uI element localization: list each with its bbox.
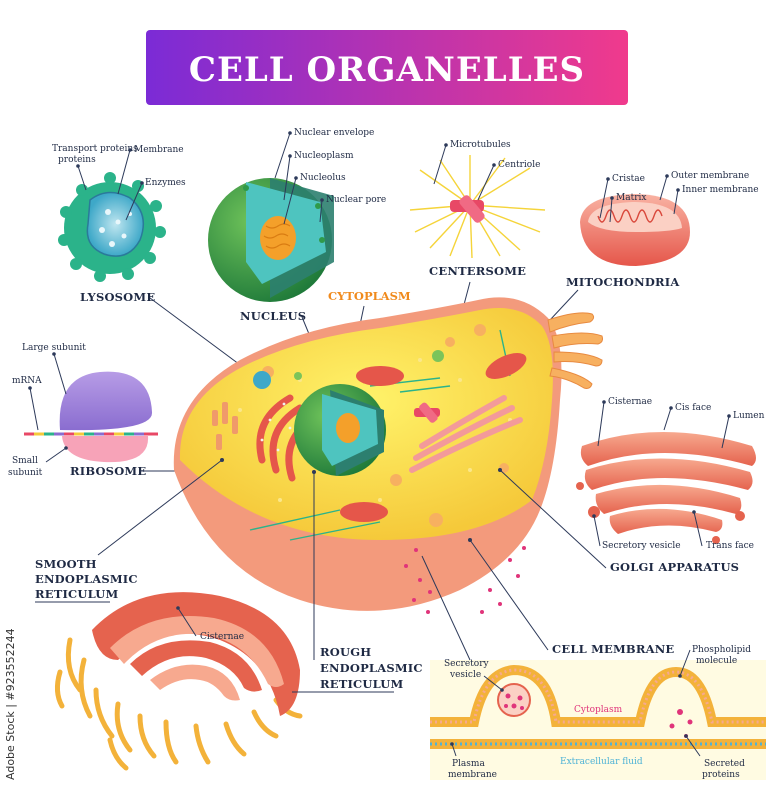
ribosome-part-small-subunit-2: subunit [8,468,43,478]
smooth-er-illustration [54,592,303,771]
ribosome-illustration [24,371,158,463]
smooth-er-labels: SMOOTH ENDOPLASMIC RETICULUM Cisternae [35,458,244,642]
smooth-er-label-line1: SMOOTH [35,557,97,571]
cell-membrane-part-secreted-proteins-2: proteins [702,770,740,780]
golgi-part-cisternae: Cisternae [608,397,652,407]
cell-membrane-part-secretory-vesicle: Secretory [444,659,489,669]
smooth-er-part-cisternae: Cisternae [200,632,244,642]
nucleus-part-nuclear-pore: Nuclear pore [326,195,386,205]
nucleus-part-nucleolus: Nucleolus [300,173,346,183]
cytoplasm-label: CYTOPLASM [328,289,411,303]
rough-er-labels: ROUGH ENDOPLASMIC RETICULUM [292,470,423,693]
mitochondria-part-inner-membrane: Inner membrane [682,185,759,195]
centrosome-part-microtubules: Microtubules [450,140,511,150]
nucleus-part-nuclear-envelope: Nuclear envelope [294,128,374,138]
cell-membrane-part-plasma-membrane: Plasma [452,759,485,769]
mitochondria-part-outer-membrane: Outer membrane [671,171,749,181]
cell-membrane-label: CELL MEMBRANE [552,642,674,656]
mitochondria-label: MITOCHONDRIA [566,275,680,289]
smooth-er-label-line3: RETICULUM [35,587,119,601]
ribosome-label: RIBOSOME [70,464,146,478]
golgi-labels: Cisternae Cis face Lumen Secretory vesic… [498,397,765,574]
golgi-part-trans-face: Trans face [706,541,754,551]
cell-membrane-part-phospholipid: Phospholipid [692,645,751,655]
stock-credit: Adobe Stock | #923552244 [4,628,17,780]
title-banner: CELL ORGANELLES [146,30,628,105]
cell-membrane-part-extracellular-fluid: Extracellular fluid [560,757,643,767]
lysosome-labels: Transport proteins proteins Membrane Enz… [52,144,257,378]
golgi-part-secretory-vesicle: Secretory vesicle [602,541,681,551]
ribosome-part-small-subunit: Small [12,456,38,466]
cell-membrane-part-secreted-proteins: Secreted [704,759,745,769]
lysosome-part-transport-proteins: Transport proteins [52,144,138,154]
cell-membrane-part-phospholipid-2: molecule [696,656,737,666]
rough-er-label-line2: ENDOPLASMIC [320,661,423,675]
mitochondria-part-matrix: Matrix [616,193,646,203]
mitochondria-illustration [580,194,690,266]
golgi-illustration [576,432,756,544]
centrosome-illustration [409,155,546,259]
rough-er-label-line1: ROUGH [320,645,371,659]
cell-membrane-part-plasma-membrane-2: membrane [448,770,497,780]
page-title: CELL ORGANELLES [189,50,585,90]
golgi-part-lumen: Lumen [733,411,765,421]
nucleus-label: NUCLEUS [240,309,306,323]
centrosome-part-centriole: Centriole [498,160,540,170]
ribosome-part-mrna: mRNA [12,376,42,386]
ribosome-labels: Large subunit mRNA Small subunit RIBOSOM… [8,343,188,478]
golgi-part-cis-face: Cis face [675,403,711,413]
lysosome-part-membrane: Membrane [134,145,184,155]
mitochondria-labels: Cristae Matrix Outer membrane Inner memb… [520,171,759,352]
nucleus-illustration [208,178,334,302]
lysosome-illustration [58,172,166,282]
smooth-er-label-line2: ENDOPLASMIC [35,572,138,586]
cell-membrane-illustration [430,660,766,780]
cell-membrane-labels: CELL MEMBRANE Secretory vesicle Phosphol… [421,538,751,780]
rough-er-label-line3: RETICULUM [320,677,404,691]
golgi-label: GOLGI APPARATUS [610,560,739,574]
nucleus-part-nucleoplasm: Nucleoplasm [294,151,354,161]
main-cell-illustration [173,297,603,614]
ribosome-part-large-subunit: Large subunit [22,343,86,353]
lysosome-part-transport-proteins-2: proteins [58,155,96,165]
cell-membrane-part-secretory-vesicle-2: vesicle [449,670,481,680]
lysosome-part-enzymes: Enzymes [145,178,186,188]
mitochondria-part-cristae: Cristae [612,174,645,184]
lysosome-label: LYSOSOME [80,290,155,304]
centrosome-label: CENTERSOME [429,264,526,278]
cell-membrane-part-cytoplasm: Cytoplasm [574,705,623,715]
